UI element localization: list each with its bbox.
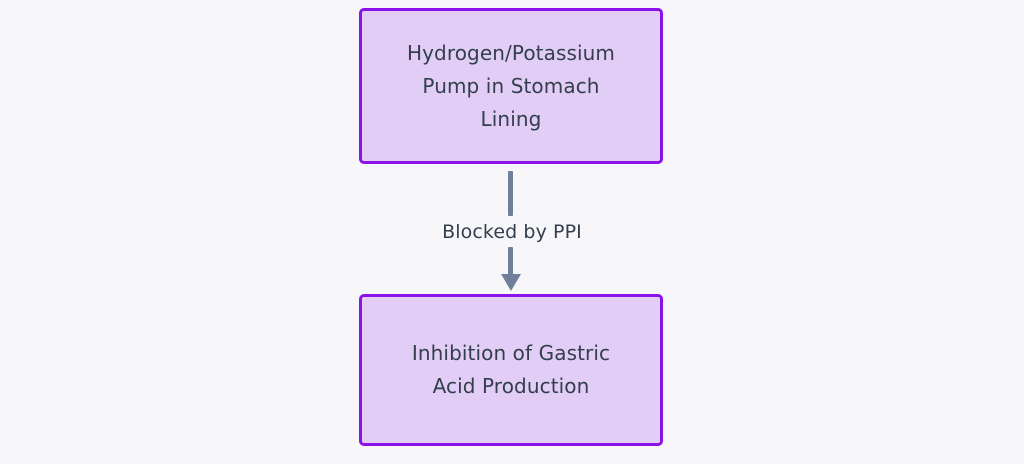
flowchart-node-target[interactable]: Inhibition of Gastric Acid Production [359,294,663,446]
flowchart-edge-label: Blocked by PPI [435,219,589,245]
flowchart-node-target-label: Inhibition of Gastric Acid Production [411,341,611,398]
flowchart-node-source-label: Hydrogen/Potassium Pump in Stomach Linin… [406,40,616,131]
flowchart-edge-label-container: Blocked by PPI [0,219,1024,245]
edge-line-upper-segment [508,171,513,216]
edge-line-lower-segment [508,247,513,277]
arrow-down-icon [501,274,521,291]
flowchart-node-source[interactable]: Hydrogen/Potassium Pump in Stomach Linin… [359,8,663,164]
